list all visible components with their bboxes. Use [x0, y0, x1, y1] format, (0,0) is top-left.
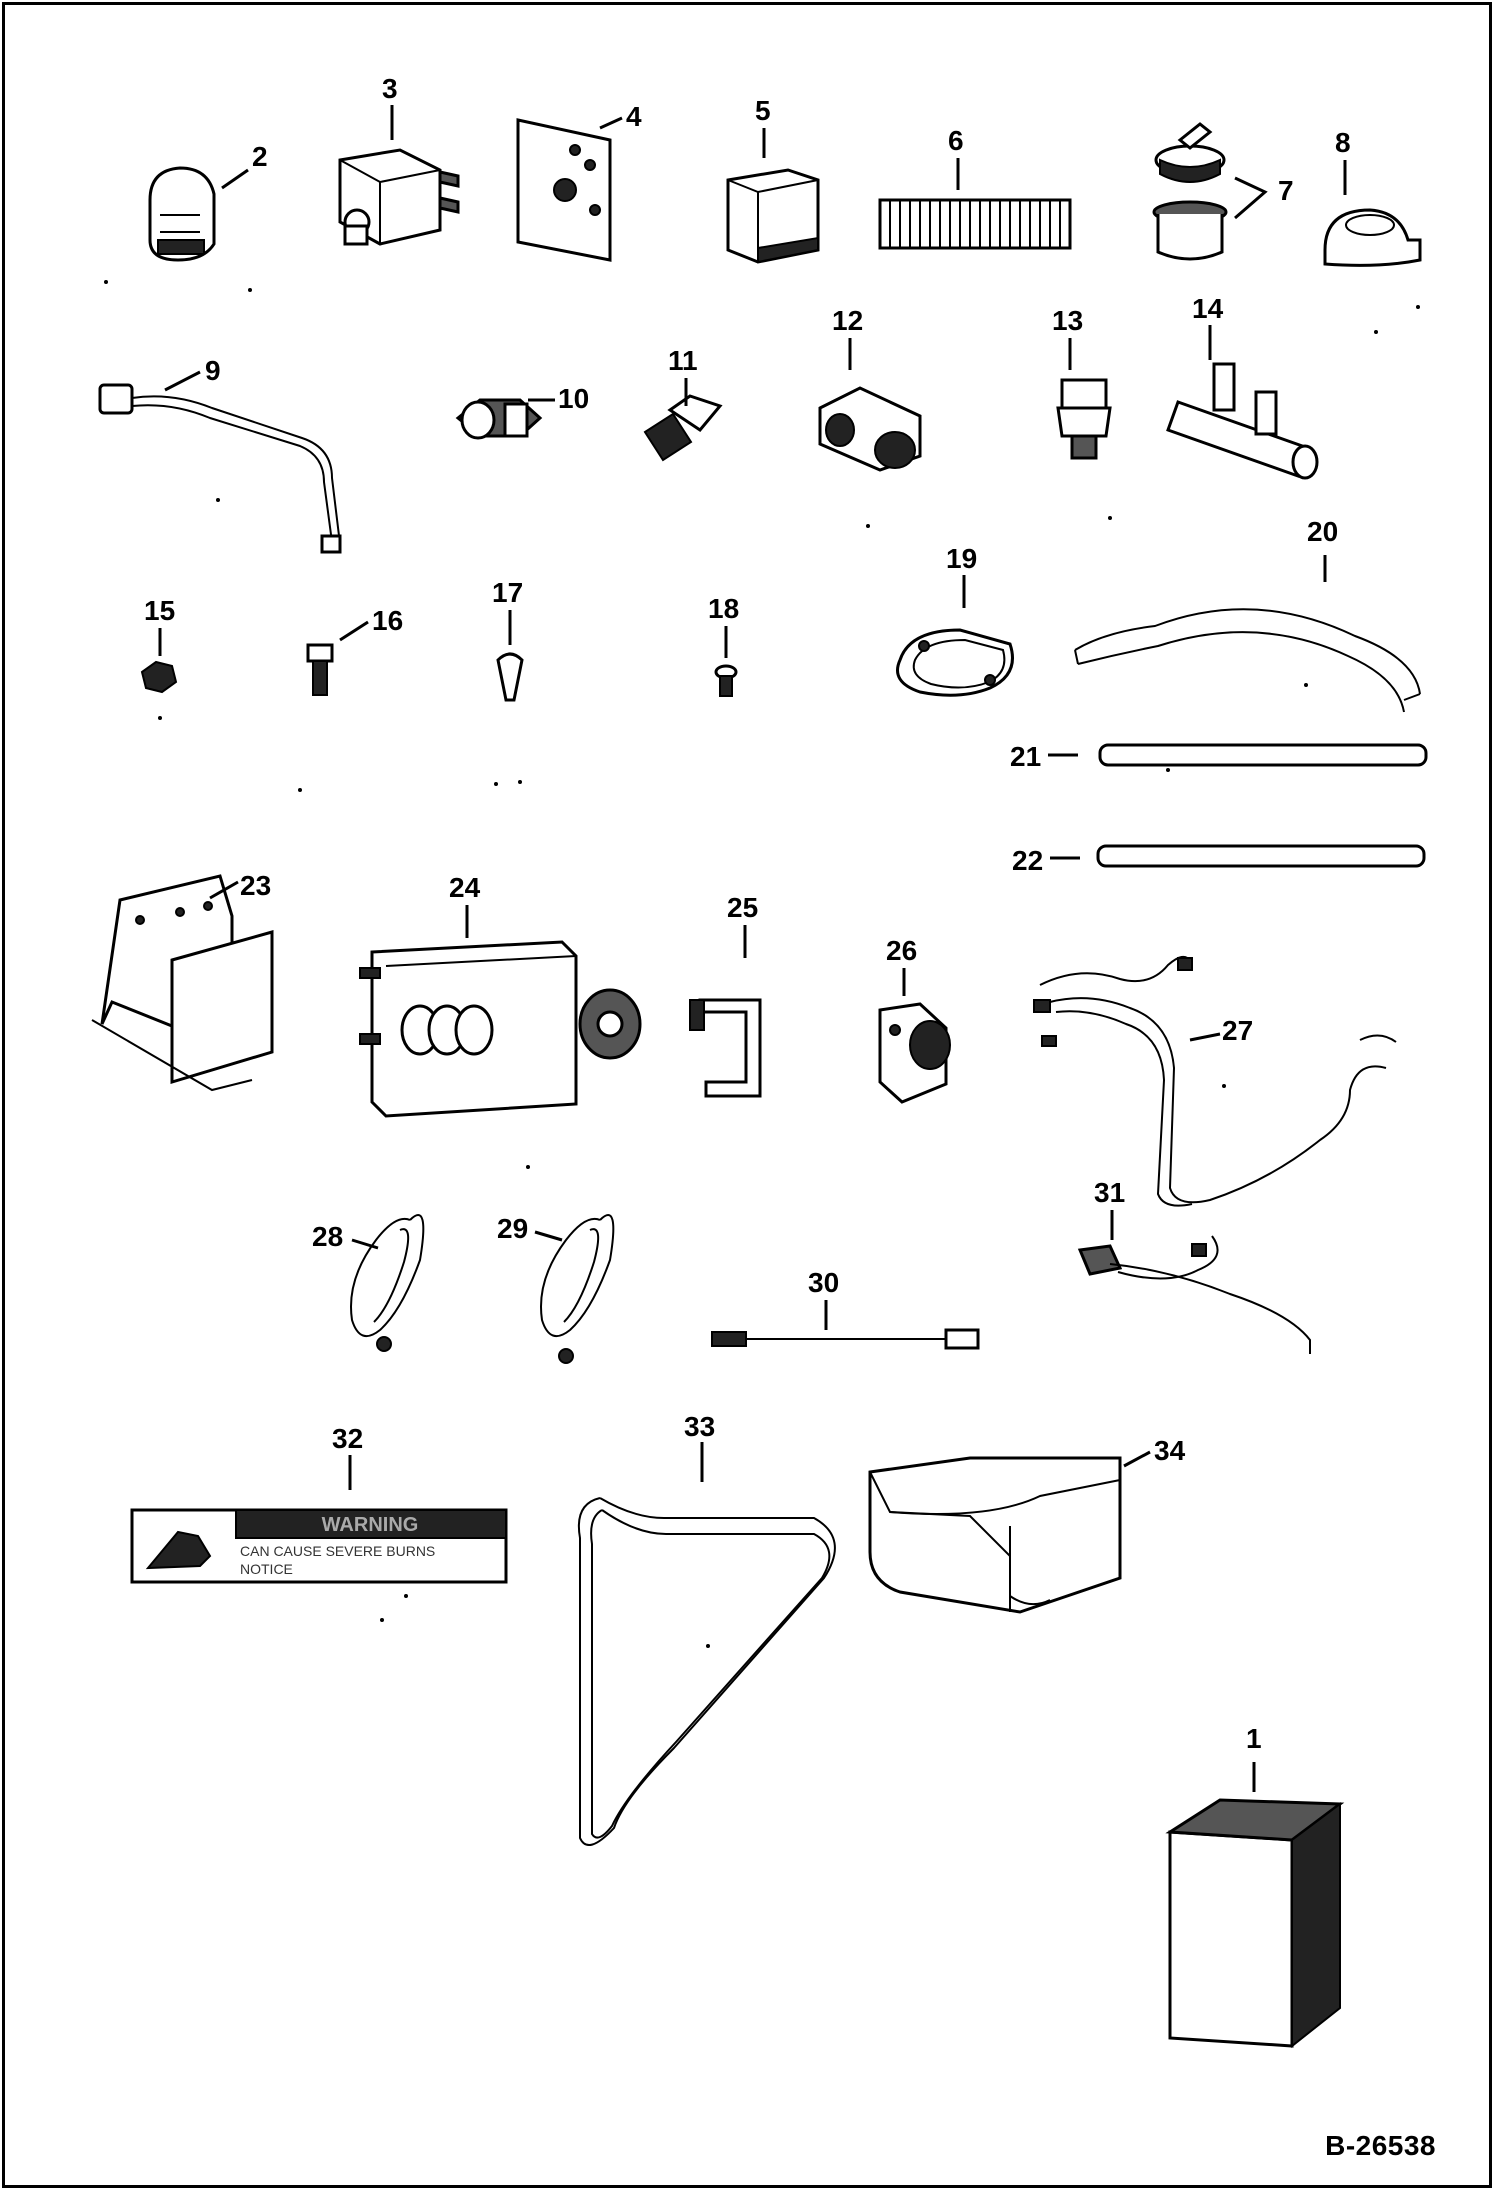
- part-26-motor: [878, 1002, 951, 1104]
- part-17-clip: [496, 652, 524, 702]
- part-33-belt: [578, 1497, 836, 1847]
- callout-26: 26: [886, 935, 917, 966]
- callout-5: 5: [755, 95, 771, 126]
- part-21-rod: [1098, 743, 1428, 767]
- callout-22: 22: [1012, 845, 1043, 876]
- part-19-gasket: [896, 628, 1014, 697]
- callout-14: 14: [1192, 293, 1224, 324]
- callout-13: 13: [1052, 305, 1083, 336]
- callout-4: 4: [626, 101, 642, 132]
- part-16-bolt: [306, 643, 334, 696]
- part-14-manifold: [1166, 362, 1319, 480]
- part-11-fitting: [643, 394, 723, 462]
- callout-2: 2: [252, 141, 268, 172]
- part-8-clip: [1323, 208, 1422, 267]
- part-7-vent: [1152, 122, 1228, 261]
- part-24-blower: [359, 940, 642, 1118]
- part-9-harness: [98, 383, 342, 554]
- callout-18: 18: [708, 593, 739, 624]
- callout-21: 21: [1010, 741, 1041, 772]
- part-12-tee: [818, 386, 922, 472]
- callout-3: 3: [382, 73, 398, 104]
- callout-6: 6: [948, 125, 964, 156]
- part-18-screw: [714, 664, 738, 697]
- callout-10: 10: [558, 383, 589, 414]
- callout-32: 32: [332, 1423, 363, 1454]
- part-13-sensor: [1056, 378, 1112, 460]
- callout-28: 28: [312, 1221, 343, 1252]
- callout-7: 7: [1278, 175, 1294, 206]
- part-22-rod: [1096, 844, 1426, 868]
- part-23-bracket: [91, 874, 274, 1092]
- part-3-switch: [338, 148, 460, 246]
- part-25-bracket: [689, 998, 762, 1098]
- callout-31: 31: [1094, 1177, 1125, 1208]
- callout-23: 23: [240, 870, 271, 901]
- callout-11: 11: [668, 345, 698, 376]
- part-6-filter: [878, 198, 1072, 250]
- part-10-bushing: [455, 398, 543, 440]
- callout-24: 24: [449, 872, 481, 903]
- callout-9: 9: [205, 355, 221, 386]
- callout-25: 25: [727, 892, 758, 923]
- part-5-relay: [726, 168, 820, 264]
- callout-15: 15: [144, 595, 175, 626]
- part-30-cable: [711, 1328, 980, 1350]
- part-4-plate: [516, 118, 612, 262]
- part-28-strap: [350, 1214, 425, 1352]
- callout-19: 19: [946, 543, 977, 574]
- part-31-harness: [1077, 1235, 1311, 1354]
- callout-12: 12: [832, 305, 863, 336]
- decal-line2: NOTICE: [240, 1561, 293, 1577]
- callout-8: 8: [1335, 127, 1351, 158]
- callout-27: 27: [1222, 1015, 1253, 1046]
- callout-30: 30: [808, 1267, 839, 1298]
- background-specks: [104, 280, 1420, 1648]
- part-1-box: [1165, 1798, 1345, 2049]
- part-29-strap: [540, 1214, 615, 1364]
- part-34-duct: [868, 1456, 1122, 1614]
- callout-1: 1: [1246, 1723, 1262, 1754]
- callout-20: 20: [1307, 516, 1338, 547]
- part-27-harness: [1033, 955, 1397, 1207]
- callout-16: 16: [372, 605, 403, 636]
- decal-header: WARNING: [322, 1514, 419, 1536]
- callout-34: 34: [1154, 1435, 1186, 1466]
- part-20-hose: [1074, 608, 1421, 713]
- part-15-nut: [140, 660, 178, 694]
- part-32-warning-decal: WARNING CAN CAUSE SEVERE BURNS NOTICE: [130, 1508, 508, 1584]
- callout-29: 29: [497, 1213, 528, 1244]
- decal-line1: CAN CAUSE SEVERE BURNS: [240, 1543, 435, 1559]
- callout-33: 33: [684, 1411, 715, 1442]
- callout-17: 17: [492, 577, 523, 608]
- drawing-number: B-26538: [1325, 2130, 1436, 2161]
- part-2-knob: [148, 166, 216, 262]
